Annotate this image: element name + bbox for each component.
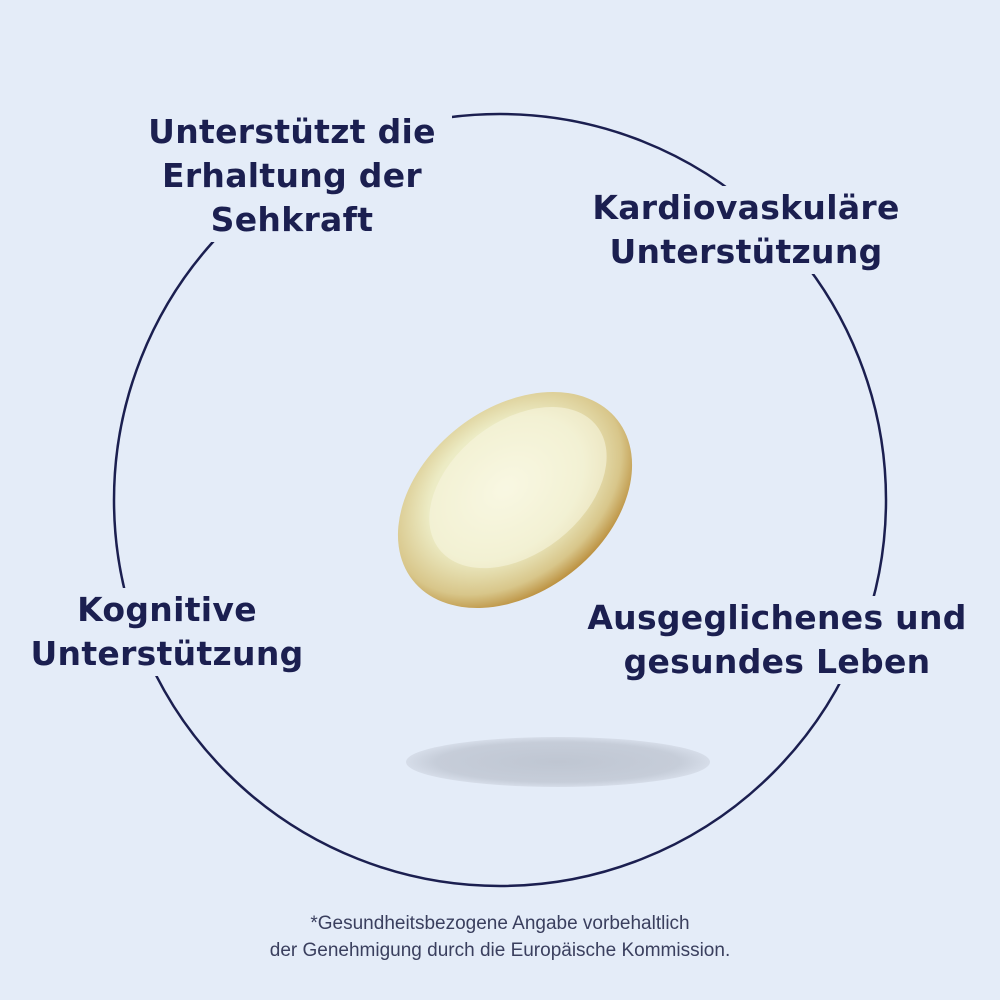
benefit-line: Unterstützung [609,232,883,271]
benefit-cognitive: Kognitive Unterstützung [16,588,318,676]
benefit-line: Unterstützung [30,634,304,673]
benefit-line: Erhaltung der [162,156,422,195]
benefit-line: Kognitive [77,590,257,629]
benefit-balanced-life: Ausgeglichenes und gesundes Leben [566,596,988,684]
benefit-line: Ausgeglichenes und [587,598,967,637]
capsule-shadow [406,737,710,787]
footnote-line: der Genehmigung durch die Europäische Ko… [269,940,731,961]
benefit-cardiovascular: Kardiovaskuläre Unterstützung [580,186,912,274]
benefit-circle [112,112,888,888]
benefit-line: Kardiovaskuläre [592,188,900,227]
footnote-line: *Gesundheitsbezogene Angabe vorbehaltlic… [310,913,690,934]
capsule-icon [397,392,633,608]
benefit-line: gesundes Leben [623,642,931,681]
benefit-eyesight: Unterstützt die Erhaltung der Sehkraft [132,110,452,242]
benefit-line: Unterstützt die [148,112,436,151]
footnote: *Gesundheitsbezogene Angabe vorbehaltlic… [0,910,1000,964]
benefit-line: Sehkraft [210,200,374,239]
